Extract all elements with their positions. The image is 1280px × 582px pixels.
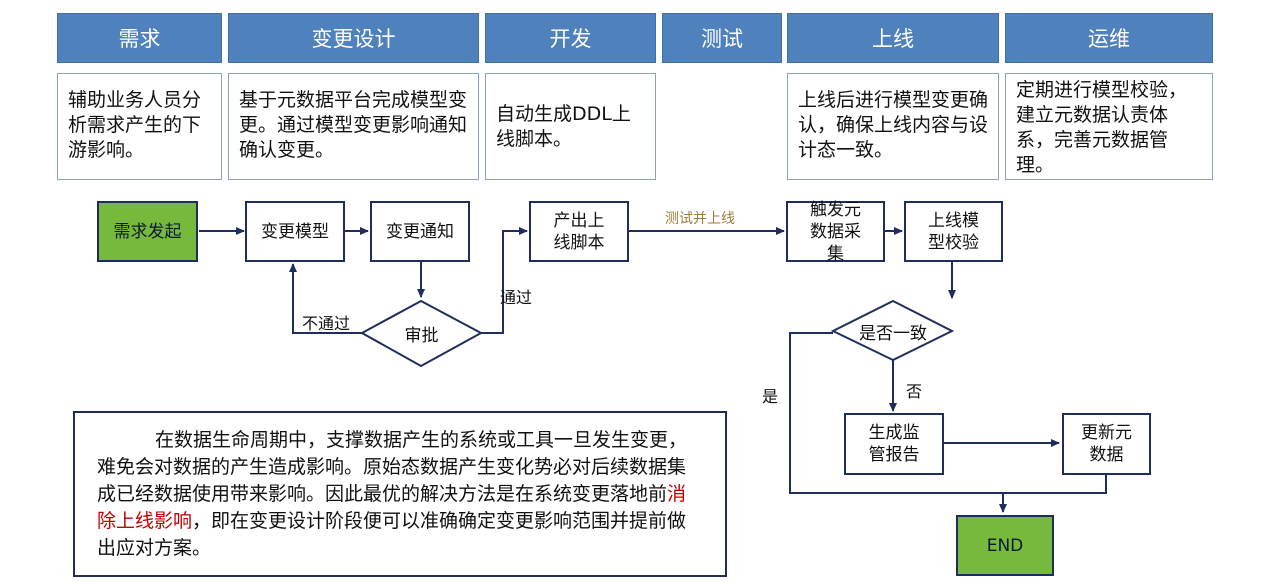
phase-desc-launch: 上线后进行模型变更确认，确保上线内容与设计态一致。 [787,73,999,180]
node-start: 需求发起 [97,201,198,262]
phase-header-dev: 开发 [485,13,656,63]
summary-text-part1: 在数据生命周期中，支撑数据产生的系统或工具一旦发生变更，难免会对数据的产生造成影… [97,429,688,505]
edge-update-to-end [999,475,1107,513]
phase-desc-design: 基于元数据平台完成模型变更。通过模型变更影响通知确认变更。 [228,73,479,180]
phase-desc-dev: 自动生成DDL上线脚本。 [485,73,656,180]
summary-box: 在数据生命周期中，支撑数据产生的系统或工具一旦发生变更，难免会对数据的产生造成影… [73,411,727,577]
phase-desc-req: 辅助业务人员分析需求产生的下游影响。 [57,73,222,180]
phase-desc-ops: 定期进行模型校验，建立元数据认责体系，完善元数据管理。 [1005,73,1213,180]
node-collect: 触发元数据采集 [786,200,885,264]
edge-approve-fail [289,263,362,334]
summary-highlight: 消除上线影响 [97,483,687,532]
consistent-label: 是否一致 [859,323,927,344]
node-update: 更新元数据 [1062,413,1151,475]
node-script: 产出上线脚本 [529,201,629,262]
phase-header-launch: 上线 [787,13,999,63]
edge-approve-pass [481,227,528,334]
edge-label-no: 否 [906,382,923,401]
phase-header-ops: 运维 [1005,13,1213,63]
edge-label-yes: 是 [762,387,779,406]
edge-label-test-launch: 测试并上线 [665,211,735,227]
consistent-diamond [830,299,955,362]
edge-consistent-yes [789,332,1003,494]
approve-diamond [359,299,484,368]
edge-label-fail: 不通过 [302,314,351,333]
node-verify: 上线模型校验 [904,201,1003,262]
node-change-notice: 变更通知 [370,201,470,262]
phase-header-req: 需求 [57,13,222,63]
node-end: END [956,515,1054,576]
phase-header-test: 测试 [662,13,782,63]
phase-header-design: 变更设计 [228,13,479,63]
approve-label: 审批 [404,325,439,346]
summary-text-part2: ，即在变更设计阶段便可以准确确定变更影响范围并提前做出应对方案。 [97,510,687,559]
node-change-model: 变更模型 [245,201,345,262]
node-report: 生成监管报告 [844,413,944,475]
edge-label-pass: 通过 [500,288,533,307]
